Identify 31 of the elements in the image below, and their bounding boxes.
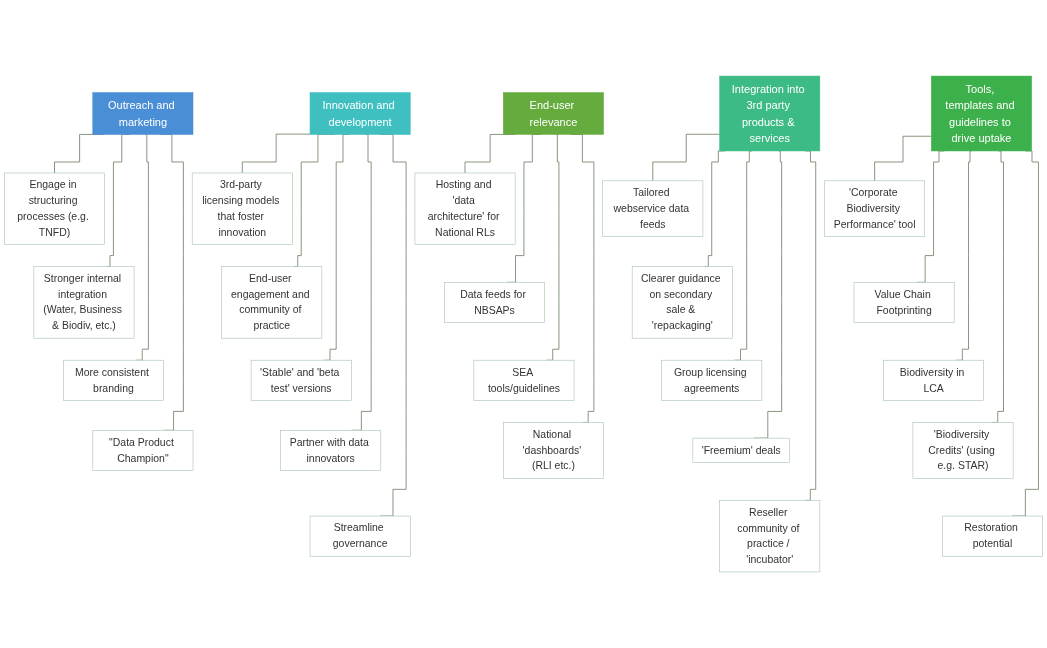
connector — [874, 135, 932, 182]
node-box: 3rd-party licensing models that foster innovation — [191, 172, 293, 245]
node-box: Tools, templates and guidelines to drive uptake — [931, 75, 1032, 152]
node-box: Tailored webservice data feeds — [602, 180, 704, 237]
node-box: Group licensing agreements — [661, 359, 763, 401]
connector — [241, 133, 311, 174]
node-box: Stronger internal integration (Water, Business & Biodiv, etc.) — [33, 266, 135, 339]
node-box: Hosting and 'data architecture' for National RLs — [414, 172, 516, 245]
node-box: Streamline governance — [309, 515, 411, 557]
node-box: 'Corporate Biodiversity Performance' tool — [824, 180, 926, 237]
node-box: SEA tools/guidelines — [473, 359, 575, 401]
node-box: 'Biodiversity Credits' (using e.g. STAR) — [912, 422, 1014, 479]
node-box: Reseller community of practice / 'incubator' — [719, 500, 821, 573]
node-box: Engage in structuring processes (e.g. TNFD) — [4, 172, 105, 245]
connector — [652, 133, 721, 182]
node-box: More consistent branding — [63, 359, 164, 401]
node-box: Innovation and development — [309, 92, 411, 135]
node-box: 'Stable' and 'beta test' versions — [250, 359, 352, 401]
node-box: Restoration potential — [942, 515, 1043, 557]
node-box: National 'dashboards' (RLI etc.) — [503, 422, 604, 479]
node-box: Outreach and marketing — [92, 92, 194, 135]
node-box: Data feeds for NBSAPs — [444, 282, 545, 323]
node-box: Biodiversity in LCA — [883, 359, 984, 401]
node-box: Value Chain Footprinting — [853, 282, 955, 323]
node-box: End-user relevance — [503, 92, 604, 135]
node-box: End-user engagement and community of practice — [221, 266, 323, 339]
node-box: Partner with data innovators — [280, 430, 382, 471]
node-box: Clearer guidance on secondary sale & 'repackaging' — [631, 266, 733, 339]
node-box: Integration into 3rd party products & services — [719, 75, 821, 152]
node-box: "Data Product Champion" — [92, 430, 194, 471]
node-box: 'Freemium' deals — [692, 437, 790, 463]
